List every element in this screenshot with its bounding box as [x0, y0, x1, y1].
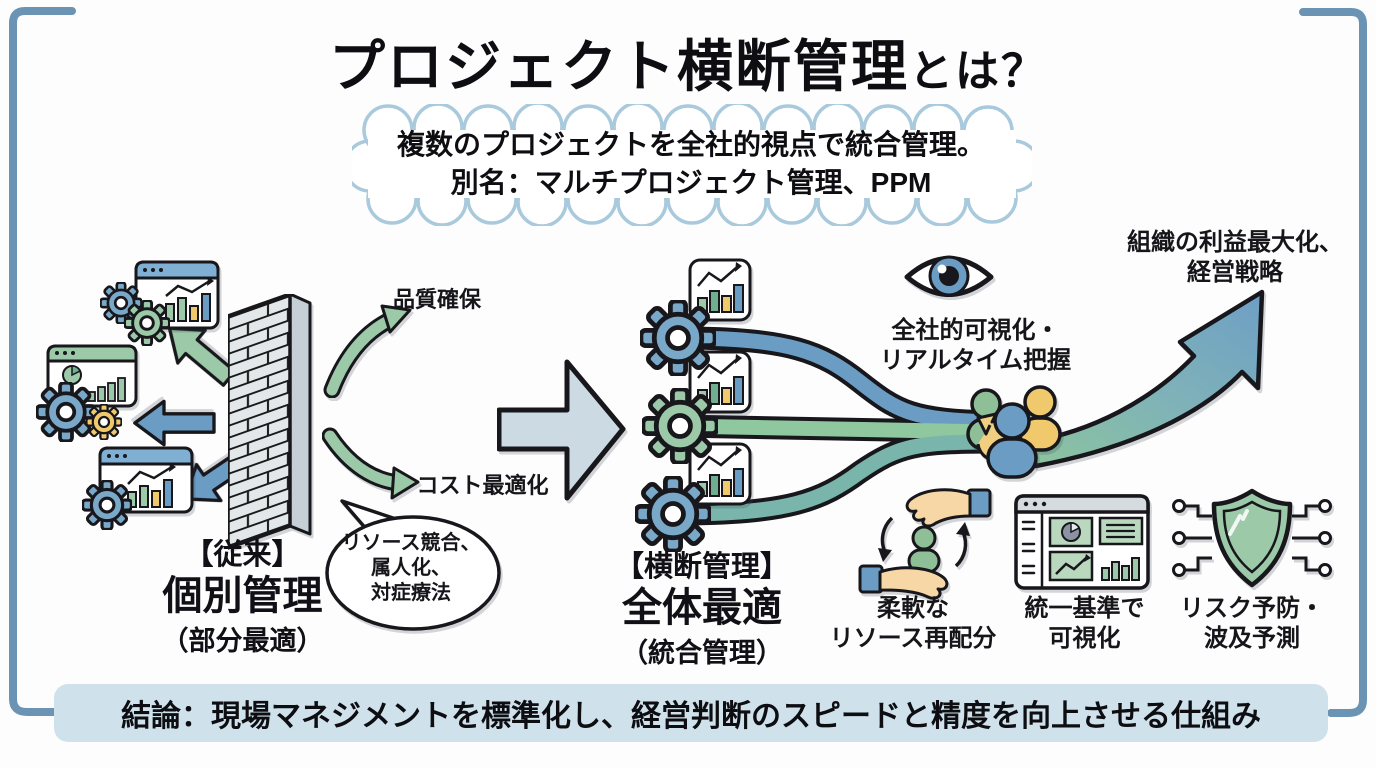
- eye-icon: [904, 255, 994, 297]
- legacy-sub: （部分最適）: [161, 626, 324, 656]
- benefit-3-label: リスク予防・ 波及予測: [1168, 594, 1336, 654]
- definition-line-2: 別名：マルチプロジェクト管理、PPM: [450, 167, 932, 198]
- cost-arrow: [322, 427, 420, 500]
- problem-line-2: 属人化、: [371, 557, 451, 579]
- legacy-heading: 【従来】: [184, 539, 301, 571]
- benefit-2-line-2: 可視化: [1048, 625, 1121, 652]
- page-title-main: プロジェクト横断管理: [329, 35, 909, 98]
- definition-line-1: 複数のプロジェクトを全社的視点で統合管理。: [396, 129, 985, 160]
- gear-yellow-small-2-icon: [86, 404, 122, 440]
- conclusion-text: 結論：現場マネジメントを標準化し、経営判断のスピードと精度を向上させる仕組み: [121, 700, 1261, 733]
- goal-line-2: 経営戦略: [1187, 259, 1283, 286]
- transition-arrow: [497, 359, 626, 501]
- visibility-label: 全社的可視化・ リアルタイム把握: [868, 316, 1083, 376]
- conclusion-bar: 結論：現場マネジメントを標準化し、経営判断のスピードと精度を向上させる仕組み: [54, 684, 1328, 742]
- quality-label: 品質確保: [392, 287, 481, 312]
- benefit-1-line-1: 柔軟な: [877, 595, 949, 622]
- visibility-line-2: リアルタイム把握: [879, 347, 1072, 374]
- benefit-3-line-1: リスク予防・: [1180, 595, 1324, 622]
- shield-circuit-icon: [1172, 488, 1332, 588]
- page-title: プロジェクト横断管理とは？: [0, 22, 1376, 103]
- problem-line-3: 対症療法: [371, 582, 451, 604]
- team-icon: [966, 385, 1062, 479]
- cross-name: 全体最適: [622, 586, 782, 630]
- benefit-3-line-2: 波及予測: [1204, 625, 1300, 652]
- goal-line-1: 組織の利益最大化、: [1127, 229, 1343, 256]
- problem-bubble-text: リソース競合、 属人化、 対症療法: [330, 531, 492, 606]
- cross-gear-2-icon: [642, 388, 718, 464]
- benefit-2-line-1: 統一基準で: [1024, 595, 1145, 622]
- cross-heading: 【横断管理】: [614, 551, 789, 583]
- pipes: [663, 326, 1006, 526]
- gear-green-small-1-icon: [124, 300, 170, 346]
- cross-sub: （統合管理）: [621, 638, 783, 668]
- outcome-arrow: [1025, 289, 1265, 469]
- visibility-line-1: 全社的可視化・: [891, 317, 1060, 344]
- problem-bubble-shape: [325, 499, 501, 631]
- benefit-1-line-2: リソース再配分: [829, 625, 997, 652]
- gear-blue-small-3-icon: [82, 480, 132, 530]
- benefit-1-label: 柔軟な リソース再配分: [828, 594, 998, 654]
- dashboard-icon: [1014, 494, 1150, 590]
- cost-label: コスト最適化: [416, 473, 549, 498]
- project-window-2-icon: [46, 344, 138, 408]
- legacy-name: 個別管理: [162, 574, 323, 618]
- cross-caption: 【横断管理】 全体最適 （統合管理）: [602, 543, 802, 670]
- cross-gear-3-icon: [635, 476, 711, 552]
- legacy-caption: 【従来】 個別管理 （部分最適）: [145, 531, 340, 658]
- definition-cloud-shape: [352, 104, 1032, 226]
- page-title-suffix: とは？: [909, 47, 1047, 96]
- brick-wall-icon: [228, 294, 312, 550]
- quality-arrow: [323, 304, 412, 398]
- benefit-2-label: 統一基準で 可視化: [1012, 594, 1157, 654]
- problem-line-1: リソース競合、: [341, 532, 481, 554]
- cross-gear-1-icon: [640, 300, 716, 376]
- goal-label: 組織の利益最大化、 経営戦略: [1110, 228, 1360, 288]
- resource-reallocation-icon: [858, 488, 992, 600]
- definition-text: 複数のプロジェクトを全社的視点で統合管理。 別名：マルチプロジェクト管理、PPM: [363, 126, 1019, 202]
